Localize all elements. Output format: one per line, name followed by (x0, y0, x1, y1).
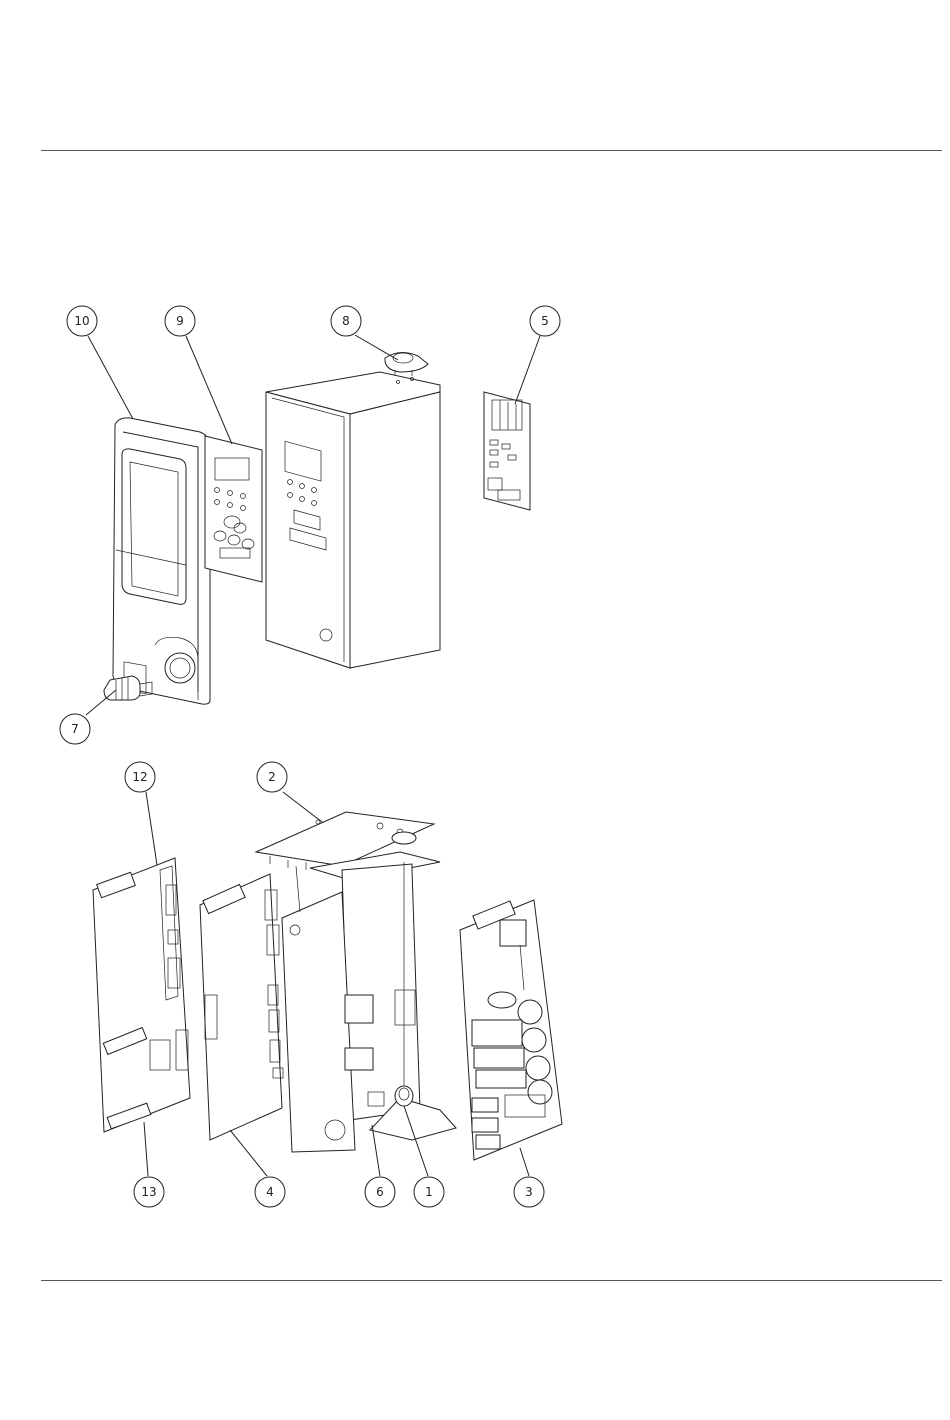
callout-5: 5 (530, 306, 560, 336)
svg-text:7: 7 (71, 722, 79, 736)
callout-10: 10 (67, 306, 97, 336)
part-5-small-pcb (484, 392, 530, 510)
part-2-chassis (256, 812, 456, 1152)
callout-12: 12 (125, 762, 155, 792)
svg-text:5: 5 (541, 314, 549, 328)
enclosure-housing (266, 372, 440, 668)
callout-6: 6 (365, 1177, 395, 1207)
svg-text:8: 8 (342, 314, 350, 328)
callout-7: 7 (60, 714, 90, 744)
part-9-keypad-membrane (205, 436, 262, 582)
part-10-front-bezel (113, 418, 210, 704)
svg-text:13: 13 (141, 1185, 156, 1199)
svg-text:3: 3 (525, 1185, 533, 1199)
svg-text:1: 1 (425, 1185, 433, 1199)
svg-text:10: 10 (74, 314, 89, 328)
part-4-control-pcb (200, 874, 283, 1140)
svg-text:6: 6 (376, 1185, 384, 1199)
svg-text:12: 12 (132, 770, 147, 784)
callout-1: 1 (414, 1177, 444, 1207)
callout-2: 2 (257, 762, 287, 792)
svg-text:9: 9 (176, 314, 184, 328)
svg-text:2: 2 (268, 770, 276, 784)
callout-13: 13 (134, 1177, 164, 1207)
callout-4: 4 (255, 1177, 285, 1207)
callout-9: 9 (165, 306, 195, 336)
callout-8: 8 (331, 306, 361, 336)
part-12-rear-pcb (93, 858, 190, 1132)
part-1-fuse (395, 1086, 413, 1106)
callout-3: 3 (514, 1177, 544, 1207)
part-3-power-pcb (460, 900, 562, 1160)
svg-text:4: 4 (266, 1185, 274, 1199)
